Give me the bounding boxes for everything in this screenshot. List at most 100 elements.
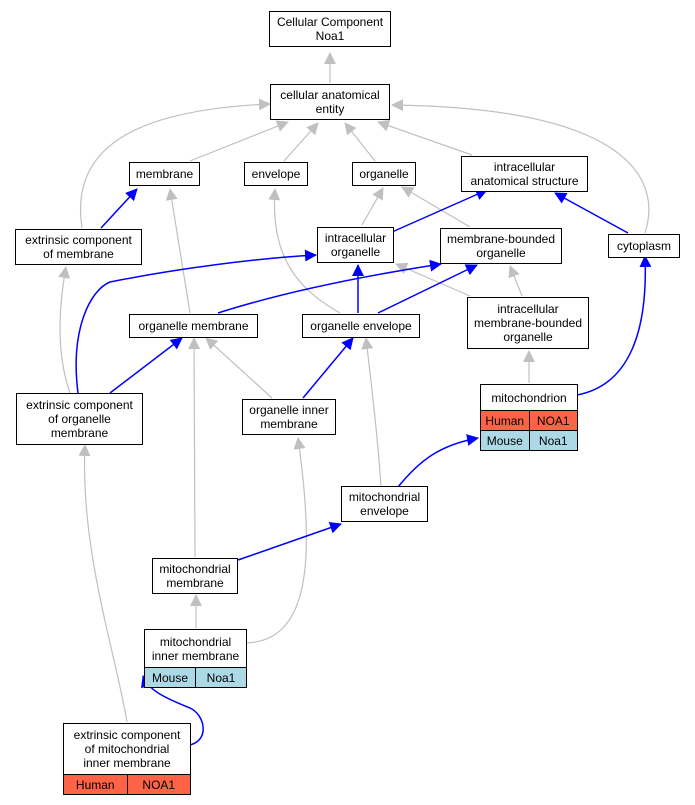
node-extrinsic-component-of-membrane: extrinsic component of membrane xyxy=(15,229,142,265)
edge-ias-cae xyxy=(377,119,473,156)
node-oim-label-2: membrane xyxy=(260,417,318,431)
annotation-gene: Noa1 xyxy=(528,431,577,450)
edge-envelope-cae xyxy=(283,122,319,162)
node-ecom-label-1: extrinsic component xyxy=(26,398,133,412)
node-imbo-label-3: organelle xyxy=(503,330,553,344)
edge-membrane-cae xyxy=(189,120,289,162)
node-intracellular-membrane-bounded-organelle: intracellular membrane-bounded organelle xyxy=(467,297,589,349)
node-ecmim-title: extrinsic component of mitochondrial inn… xyxy=(64,724,190,774)
node-mim-label-1: mitochondrial xyxy=(159,634,232,649)
node-extrinsic-component-of-organelle-membrane: extrinsic component of organelle membran… xyxy=(16,393,143,445)
edge-ecmim-ecom xyxy=(78,444,128,723)
node-root: Cellular Component Noa1 xyxy=(269,11,391,47)
node-mim-label-2: inner membrane xyxy=(151,648,240,663)
node-organelle-inner-membrane: organelle inner membrane xyxy=(242,399,336,435)
edge-me-oe xyxy=(361,337,382,488)
node-mitochondrial-membrane: mitochondrial membrane xyxy=(152,558,238,594)
node-ecom-label-3: membrane xyxy=(50,426,109,440)
annotation-species: Human xyxy=(64,775,127,794)
node-mbo-label-1: membrane-bounded xyxy=(446,232,556,246)
node-intracellular-organelle: intracellular organelle xyxy=(317,227,394,263)
node-root-label-2: Noa1 xyxy=(315,29,345,43)
node-organelle-envelope: organelle envelope xyxy=(302,314,420,338)
node-cytoplasm-label: cytoplasm xyxy=(616,239,672,253)
edge-oe-mbo xyxy=(377,264,478,314)
edge-mbo-organelle xyxy=(401,186,471,228)
node-mim-title: mitochondrial inner membrane xyxy=(145,630,246,667)
annotation-row-human: Human NOA1 xyxy=(64,774,190,794)
annotation-row-mouse: Mouse Noa1 xyxy=(481,430,577,450)
edge-oe-envelope xyxy=(268,188,341,314)
annotation-gene: Noa1 xyxy=(195,668,246,687)
node-envelope: envelope xyxy=(244,162,308,186)
node-cytoplasm: cytoplasm xyxy=(608,234,680,258)
node-io-label-2: organelle xyxy=(330,245,381,259)
node-organelle-membrane: organelle membrane xyxy=(129,314,258,338)
edge-oim-om xyxy=(205,337,273,399)
node-imbo-label-1: intracellular xyxy=(497,302,559,316)
edge-ecom-ecm xyxy=(58,266,71,394)
edge-io-ias xyxy=(391,188,488,233)
node-extrinsic-component-of-mitochondrial-inner-membrane: extrinsic component of mitochondrial inn… xyxy=(63,723,191,795)
node-mm-label-2: membrane xyxy=(166,576,224,590)
edge-ecm-cae xyxy=(80,98,271,229)
edge-cytoplasm-cae xyxy=(391,99,650,234)
node-root-label-1: Cellular Component xyxy=(276,15,384,29)
node-oim-label-1: organelle inner xyxy=(249,403,329,417)
node-imbo-label-2: membrane-bounded xyxy=(473,316,583,330)
node-mitochondrion: mitochondrion Human NOA1 Mouse Noa1 xyxy=(480,384,578,451)
edge-mm-me xyxy=(237,521,342,561)
annotation-species: Human xyxy=(481,411,529,430)
edge-ecm-membrane xyxy=(100,188,138,229)
edge-imbo-mbo xyxy=(508,265,523,297)
node-ecmim-label-3: inner membrane xyxy=(83,756,171,770)
edge-om-membrane xyxy=(165,188,191,314)
node-me-label-1: mitochondrial xyxy=(348,490,421,504)
node-intracellular-anatomical-structure: intracellular anatomical structure xyxy=(461,156,588,192)
edge-organelle-cae xyxy=(344,122,376,162)
node-ias-label-1: intracellular xyxy=(493,160,556,174)
edge-ecom-om xyxy=(109,337,183,394)
edge-oim-oe xyxy=(302,337,354,399)
node-organelle: organelle xyxy=(352,162,416,186)
edge-ecom-io xyxy=(75,249,317,394)
annotation-species: Mouse xyxy=(481,431,529,450)
edge-me-mito xyxy=(397,434,479,488)
node-ecm-label-1: extrinsic component xyxy=(25,233,132,247)
node-mitochondrial-inner-membrane: mitochondrial inner membrane Mouse Noa1 xyxy=(144,629,247,688)
node-membrane-bounded-organelle: membrane-bounded organelle xyxy=(440,228,562,264)
node-ecmim-label-2: of mitochondrial xyxy=(84,742,170,756)
node-ecmim-label-1: extrinsic component xyxy=(73,728,181,742)
node-mm-label-1: mitochondrial xyxy=(159,562,231,576)
edge-io-organelle xyxy=(361,187,384,226)
node-ecom-label-2: of organelle xyxy=(48,412,111,426)
node-cae-label-2: entity xyxy=(315,102,345,116)
annotation-row-human: Human NOA1 xyxy=(481,410,577,430)
edge-mito-cytoplasm xyxy=(576,255,652,396)
node-ecm-label-2: of membrane xyxy=(43,247,114,261)
node-cae-label-1: cellular anatomical xyxy=(280,88,380,102)
edge-om-mbo xyxy=(217,259,442,314)
annotation-gene: NOA1 xyxy=(126,775,190,794)
edge-mim-oim xyxy=(246,437,307,644)
node-organelle-label: organelle xyxy=(359,167,409,181)
node-mito-title: mitochondrion xyxy=(481,385,577,410)
node-membrane: membrane xyxy=(129,162,200,186)
annotation-row-mouse: Mouse Noa1 xyxy=(145,667,246,687)
node-me-label-2: envelope xyxy=(360,504,409,518)
node-envelope-label: envelope xyxy=(251,167,301,181)
node-io-label-1: intracellular xyxy=(324,231,387,245)
node-mitochondrial-envelope: mitochondrial envelope xyxy=(341,486,428,522)
annotation-species: Mouse xyxy=(145,668,195,687)
node-oe-label: organelle envelope xyxy=(310,319,412,333)
node-cellular-anatomical-entity: cellular anatomical entity xyxy=(270,84,390,120)
edge-mm-om xyxy=(188,337,201,558)
node-ias-label-2: anatomical structure xyxy=(470,174,579,188)
node-mbo-label-2: organelle xyxy=(476,246,526,260)
node-mito-label: mitochondrion xyxy=(491,390,567,405)
node-om-label: organelle membrane xyxy=(138,319,249,333)
annotation-gene: NOA1 xyxy=(528,411,577,430)
edge-cytoplasm-ias xyxy=(554,192,629,234)
node-membrane-label: membrane xyxy=(135,167,194,181)
